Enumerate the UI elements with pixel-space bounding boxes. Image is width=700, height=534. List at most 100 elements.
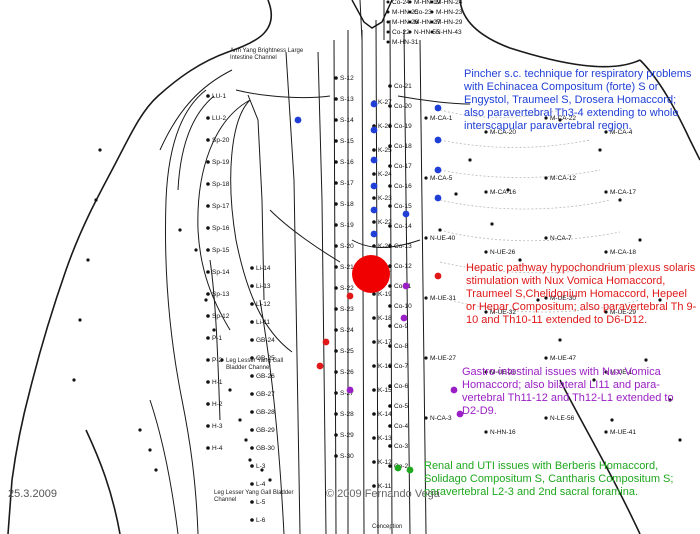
blue-highlight-point [371,101,378,108]
scatter-point-dot [178,228,181,231]
kidney-point-label: K-26 [378,123,392,130]
liver-gb-point-label: GB-28 [256,409,275,416]
neck-point-label: M-HN-24 [436,0,463,6]
liver-gb-point-dot [250,446,254,450]
scatter-point-dot [610,418,613,421]
footer-date: 25.3.2009 [8,488,57,500]
blue-highlight-point [435,105,442,112]
right-side-point-label: M-CA-5 [430,175,453,182]
right-side-point-dot [484,250,487,253]
stomach-point-label: S-28 [340,411,354,418]
lung-point-label: Sp-12 [212,313,230,320]
stomach-point-label: S-20 [340,243,354,250]
stomach-point-dot [334,454,338,458]
scatter-point-dot [268,478,271,481]
right-side-point-dot [544,356,547,359]
stomach-point-label: S-21 [340,264,354,271]
stomach-point-label: S-14 [340,117,354,124]
liver-gb-point-label: GB-26 [256,373,275,380]
liver-gb-point-label: GB-30 [256,445,275,452]
blue-highlight-point [371,231,378,238]
right-side-point-label: N-CA-7 [550,235,572,242]
conception-point-label: Co-14 [394,223,412,230]
scatter-point-dot [678,438,681,441]
stomach-point-label: S-25 [340,348,354,355]
scatter-point-dot [72,378,75,381]
blue-highlight-point [371,157,378,164]
neck-point-label: Co-23 [414,9,432,16]
lung-point-label: Sp-15 [212,247,230,254]
lung-point-dot [206,314,210,318]
scatter-point-dot [78,318,81,321]
right-side-point-label: M-UE-31 [430,295,456,302]
lung-point-label: P-1 [212,335,223,342]
kidney-point-dot [372,436,376,440]
right-side-point-dot [424,236,427,239]
stomach-point-dot [334,433,338,437]
right-side-point-label: N-UE-40 [430,235,456,242]
stomach-point-dot [334,370,338,374]
scatter-point-dot [618,198,621,201]
right-side-point-dot [544,176,547,179]
right-side-point-dot [544,236,547,239]
right-side-point-label: M-CA-12 [550,175,576,182]
lung-point-label: Sp-17 [212,203,230,210]
lung-point-dot [206,116,210,120]
neck-point-label: Co-22 [392,29,410,36]
neck-point-label: M-HN-29 [436,19,463,26]
right-side-point-label: M-CA-16 [490,189,516,196]
conception-point-dot [388,204,392,208]
lung-point-dot [206,248,210,252]
purple-highlight-point [347,387,354,394]
conception-point-dot [388,444,392,448]
kidney-point-dot [372,220,376,224]
stomach-point-dot [334,160,338,164]
right-side-point-label: M-CA-1 [430,115,453,122]
liver-gb-point-dot [250,302,254,306]
liver-gb-point-dot [250,266,254,270]
kidney-point-dot [372,412,376,416]
lung-point-dot [206,270,210,274]
kidney-point-label: K-18 [378,315,392,322]
kidney-point-label: K-14 [378,411,392,418]
stomach-point-label: S-23 [340,306,354,313]
scatter-point-dot [468,158,471,161]
scatter-point-dot [94,198,97,201]
neck-point-dot [387,1,390,4]
red-highlight-point [347,293,354,300]
stomach-point-label: S-29 [340,432,354,439]
green-highlight-point [407,467,414,474]
kidney-point-label: K-19 [378,291,392,298]
conception-point-label: Co-5 [394,403,408,410]
lung-point-label: LU-1 [212,93,226,100]
stomach-point-dot [334,202,338,206]
lung-point-label: Sp-14 [212,269,230,276]
liver-gb-point-label: GB-24 [256,337,275,344]
right-side-point-label: M-UE-41 [610,429,636,436]
liver-gb-point-label: L-3 [256,463,266,470]
neck-point-dot [387,41,390,44]
lung-point-dot [206,292,210,296]
kidney-point-label: K-15 [378,387,392,394]
blue-highlight-point [295,117,302,124]
liver-gb-point-dot [250,410,254,414]
stomach-point-label: S-18 [340,201,354,208]
blue-highlight-point [435,167,442,174]
lung-point-label: H-3 [212,423,223,430]
lung-point-dot [206,402,210,406]
conception-point-dot [388,424,392,428]
scatter-point-dot [454,192,457,195]
conception-point-label: Co-10 [394,303,412,310]
lung-point-dot [206,160,210,164]
right-side-point-dot [604,250,607,253]
purple-highlight-point [451,387,458,394]
right-side-point-dot [484,190,487,193]
liver-gb-point-dot [250,374,254,378]
scatter-point-dot [558,338,561,341]
stomach-point-label: S-15 [340,138,354,145]
stomach-point-label: S-16 [340,159,354,166]
kidney-point-dot [372,340,376,344]
scatter-point-dot [438,228,441,231]
right-side-point-label: N-UE-26 [490,249,516,256]
kidney-point-label: K-21 [378,243,392,250]
